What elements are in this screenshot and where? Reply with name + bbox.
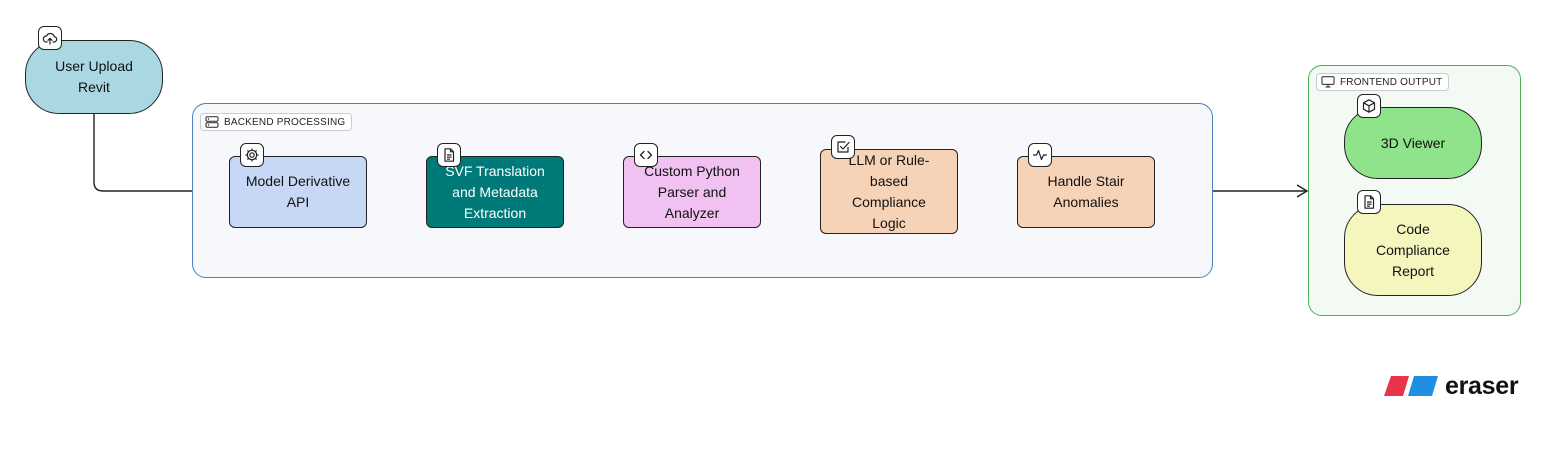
eraser-logo-mark	[1384, 376, 1438, 396]
node-user-upload[interactable]: User Upload Revit	[25, 40, 163, 114]
checkbox-icon	[831, 135, 855, 159]
node-python-parser[interactable]: Custom Python Parser and Analyzer	[623, 156, 761, 228]
node-3d-viewer-label: 3D Viewer	[1380, 134, 1446, 151]
node-handle-stair-label: Handle Stair Anomalies	[1047, 173, 1125, 210]
cloud-upload-icon	[38, 26, 62, 50]
node-compliance-logic[interactable]: LLM or Rule- based Compliance Logic	[820, 149, 958, 234]
edge-upload-to-derivative	[93, 114, 227, 192]
node-svf-translation-label: SVF Translation and Metadata Extraction	[445, 162, 545, 221]
node-3d-viewer[interactable]: 3D Viewer	[1344, 107, 1482, 179]
node-compliance-report[interactable]: Code Compliance Report	[1344, 204, 1482, 296]
node-model-derivative[interactable]: Model Derivative API	[229, 156, 367, 228]
document-icon	[437, 143, 461, 167]
code-icon	[634, 143, 658, 167]
node-compliance-report-label: Code Compliance Report	[1376, 220, 1450, 279]
document-icon	[1357, 190, 1381, 214]
backend-group-label: BACKEND PROCESSING	[200, 113, 353, 131]
node-model-derivative-label: Model Derivative API	[245, 173, 351, 210]
node-svf-translation[interactable]: SVF Translation and Metadata Extraction	[426, 156, 564, 228]
activity-icon	[1028, 143, 1052, 167]
frontend-group-label: FRONTEND OUTPUT	[1316, 73, 1450, 91]
gear-icon	[240, 143, 264, 167]
node-handle-stair[interactable]: Handle Stair Anomalies	[1017, 156, 1155, 228]
node-python-parser-label: Custom Python Parser and Analyzer	[644, 162, 740, 221]
edge-frontend-arrowhead	[1296, 184, 1309, 198]
node-user-upload-label: User Upload Revit	[55, 58, 133, 95]
monitor-icon	[1321, 76, 1335, 88]
node-compliance-logic-label: LLM or Rule- based Compliance Logic	[848, 151, 930, 231]
cube-icon	[1357, 94, 1381, 118]
backend-group-title: BACKEND PROCESSING	[224, 116, 346, 128]
frontend-group-title: FRONTEND OUTPUT	[1340, 76, 1443, 88]
eraser-logo: eraser	[1383, 371, 1519, 401]
server-icon	[205, 116, 219, 128]
eraser-logo-text: eraser	[1445, 371, 1519, 400]
